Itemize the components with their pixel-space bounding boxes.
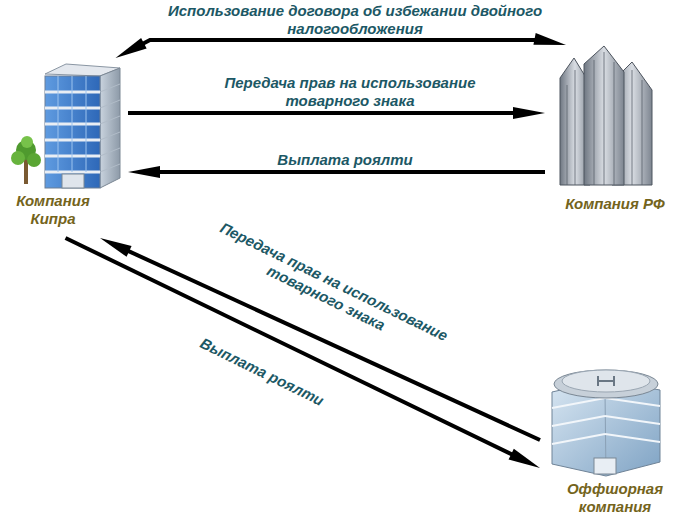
edge-label: Передача прав на использование товарного… (200, 74, 500, 110)
company-node: Компания Кипра (3, 58, 128, 238)
edge-label: Выплата роялти (168, 320, 356, 424)
helipad-building-icon (552, 370, 660, 476)
edge-label: Передача прав на использование товарного… (192, 210, 468, 369)
connector-line (154, 170, 545, 174)
edge-label: Использование договора об избежании двой… (135, 2, 575, 38)
office-building-icon (11, 64, 120, 188)
connector-line (128, 111, 519, 115)
arrow-head (116, 38, 147, 58)
arrow-head (128, 166, 160, 178)
node-label: Оффшорная компания (550, 480, 680, 516)
arrow-head (509, 449, 540, 468)
arrow-head (100, 238, 132, 257)
company-node: Компания РФ (545, 45, 685, 215)
node-label: Компания Кипра (3, 192, 103, 228)
connector-line (139, 40, 541, 46)
arrow-head (533, 33, 566, 45)
node-label: Компания РФ (550, 195, 680, 213)
arrow-head (513, 107, 545, 119)
company-node: Оффшорная компания (540, 360, 680, 525)
skyscraper-icon (560, 46, 652, 185)
edge-label: Выплата роялти (245, 151, 445, 169)
